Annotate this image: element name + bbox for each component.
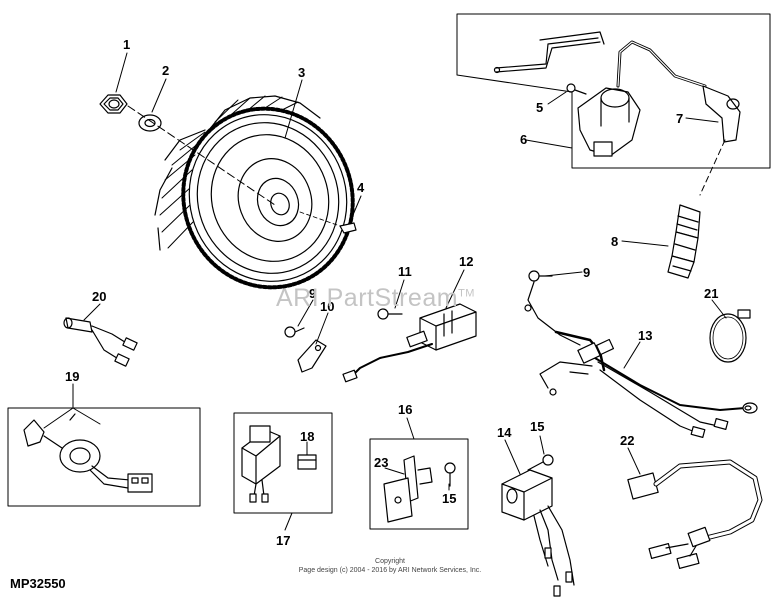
copyright-line-1: Copyright	[375, 558, 405, 565]
callout-13: 13	[638, 328, 652, 343]
copyright-notice: Copyright Page design (c) 2004 - 2016 by…	[265, 557, 515, 575]
part-4-key[interactable]	[299, 211, 357, 234]
callout-16: 16	[398, 402, 412, 417]
part-13-wiring-harness[interactable]	[524, 281, 758, 439]
callout-9-left: 9	[309, 286, 316, 301]
part-19-pulser-coil[interactable]	[23, 413, 153, 493]
callout-numbers: 1 2 3 4 5 6 7 8 9 9 10 11 12 13 14 15 15…	[65, 37, 718, 548]
diagram-id: MP32550	[10, 576, 66, 591]
part-5-screw[interactable]	[566, 83, 587, 95]
part-17-module[interactable]	[241, 425, 281, 503]
callout-23: 23	[374, 455, 388, 470]
callout-14: 14	[497, 425, 512, 440]
part-6-ignition-coil[interactable]	[493, 31, 707, 157]
callout-10: 10	[320, 299, 334, 314]
part-21-cable-tie[interactable]	[709, 309, 751, 363]
part-10-bracket[interactable]	[297, 339, 327, 373]
callout-11: 11	[398, 264, 412, 279]
callout-8: 8	[611, 234, 618, 249]
part-12-rectifier[interactable]	[342, 303, 477, 383]
callout-9-upper: 9	[583, 265, 590, 280]
callout-12: 12	[459, 254, 473, 269]
callout-6: 6	[520, 132, 527, 147]
callout-17: 17	[276, 533, 290, 548]
part-8-spark-plug[interactable]	[667, 139, 726, 279]
callout-21: 21	[704, 286, 718, 301]
callout-3: 3	[298, 65, 305, 80]
part-11-screw[interactable]	[377, 308, 403, 320]
part-18-connector[interactable]	[297, 454, 317, 470]
callout-1: 1	[123, 37, 130, 52]
callout-7: 7	[676, 111, 683, 126]
callout-20: 20	[92, 289, 106, 304]
callout-4: 4	[357, 180, 365, 195]
part-23-bracket[interactable]	[383, 455, 433, 523]
part-7-spark-plug-boot[interactable]	[702, 85, 741, 143]
watermark-text: ARI PartStream	[276, 284, 459, 312]
box-19	[7, 407, 201, 507]
ignition-coil-box	[456, 13, 771, 169]
part-2-washer[interactable]	[138, 114, 162, 132]
watermark: ARI PartStreamTM	[276, 284, 475, 313]
part-14-ignition-module[interactable]	[501, 469, 575, 597]
leader-lines	[43, 52, 727, 531]
part-15-screw-box16[interactable]	[444, 462, 456, 487]
callout-5: 5	[536, 100, 543, 115]
part-3-flywheel[interactable]	[127, 85, 378, 312]
watermark-trademark: TM	[458, 287, 475, 300]
part-22-harness-adapter[interactable]	[627, 459, 763, 570]
part-20-switch[interactable]	[63, 317, 138, 367]
callout-18: 18	[300, 429, 314, 444]
callout-15: 15	[530, 419, 544, 434]
callout-19: 19	[65, 369, 79, 384]
copyright-line-2: Page design (c) 2004 - 2016 by ARI Netwo…	[298, 567, 482, 574]
part-15-screw[interactable]	[527, 454, 554, 471]
part-1-nut[interactable]	[99, 94, 128, 114]
part-9-screw-left[interactable]	[284, 326, 305, 338]
box-16	[369, 438, 469, 530]
callout-2: 2	[162, 63, 169, 78]
box-17	[233, 412, 333, 514]
callout-22: 22	[620, 433, 634, 448]
callout-15-box16: 15	[442, 491, 456, 506]
